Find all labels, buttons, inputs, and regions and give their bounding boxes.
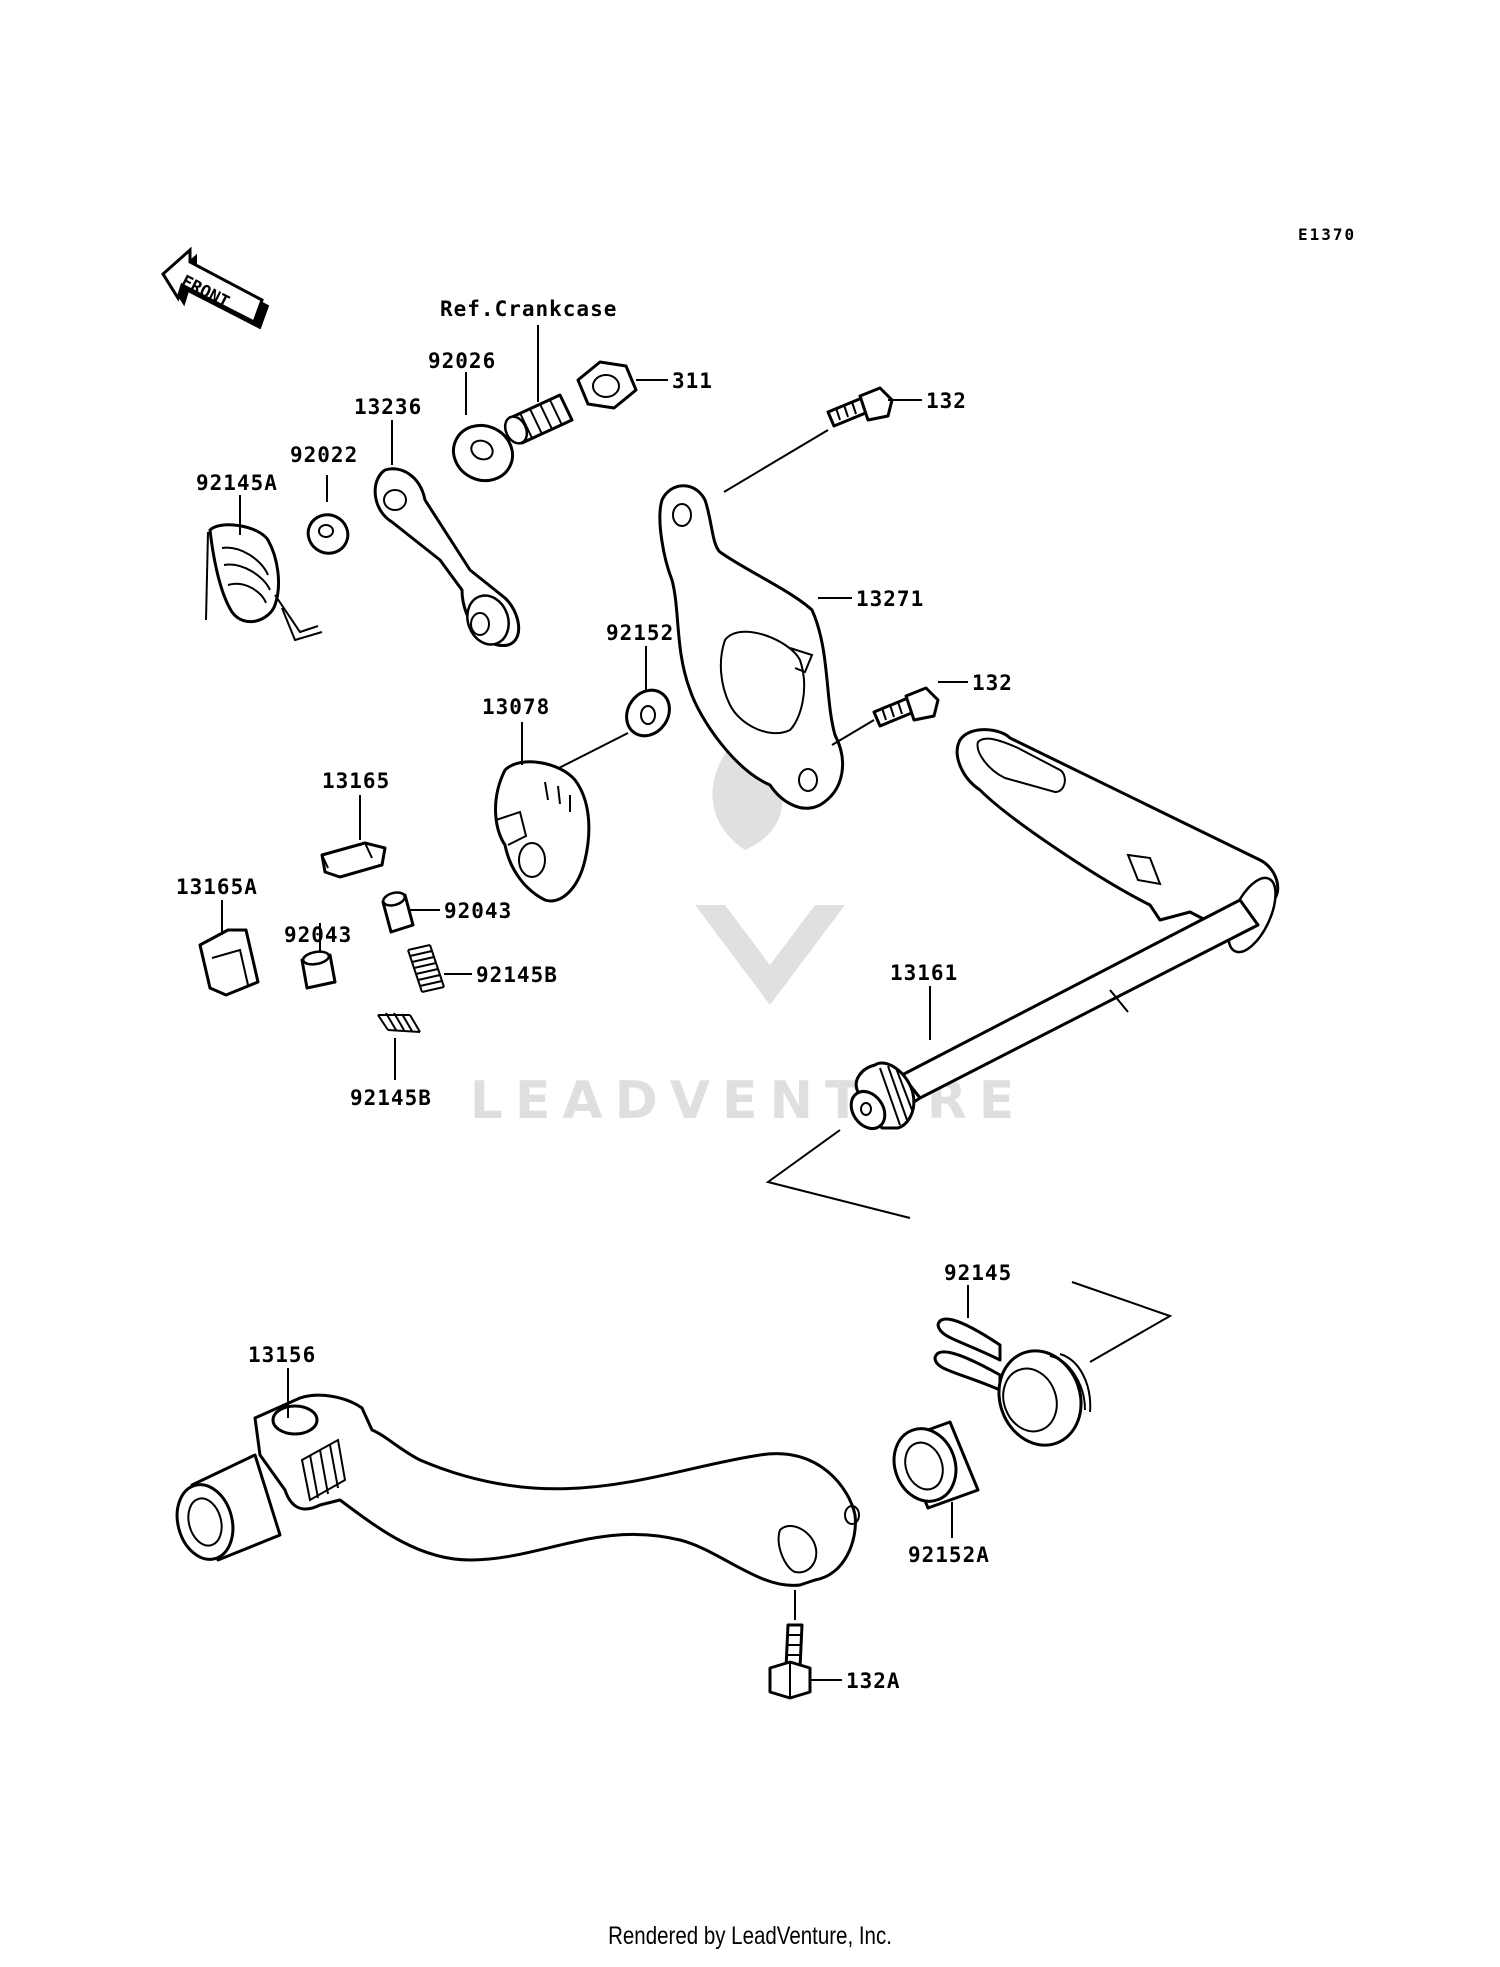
callout-13078: 13078 <box>482 695 550 719</box>
callout-132a: 132A <box>846 1669 901 1693</box>
callout-311: 311 <box>672 369 713 393</box>
pawl-13165 <box>320 841 387 879</box>
shift-pedal-13156 <box>175 1393 860 1587</box>
washer-92026 <box>452 423 514 483</box>
callout-92145: 92145 <box>944 1261 1012 1285</box>
callout-92145b-right: 92145B <box>476 963 558 987</box>
callout-13236: 13236 <box>354 395 422 419</box>
hex-nut-311 <box>576 360 638 410</box>
torsion-spring-92145 <box>933 1317 1092 1447</box>
callout-92145b-bottom: 92145B <box>350 1086 432 1110</box>
pin-92043-left <box>300 950 337 990</box>
footer-credit: Rendered by LeadVenture, Inc. <box>608 1922 892 1950</box>
callout-132-top: 132 <box>926 389 967 413</box>
guide-plate-13271 <box>658 484 845 810</box>
spring-92145b-bottom <box>377 1012 421 1033</box>
callout-13161: 13161 <box>890 961 958 985</box>
diagram-code: E1370 <box>1298 225 1356 244</box>
washer-92152 <box>625 688 671 738</box>
callout-132-mid: 132 <box>972 671 1013 695</box>
ratchet-13078 <box>494 760 591 903</box>
callout-13156: 13156 <box>248 1343 316 1367</box>
reference-label: Ref.Crankcase <box>440 297 617 321</box>
callout-92152a: 92152A <box>908 1543 990 1567</box>
shift-shaft-13161 <box>849 728 1280 1131</box>
callout-13165a: 13165A <box>176 875 258 899</box>
bolt-132-top <box>826 386 894 428</box>
washer-92022 <box>306 513 350 555</box>
callout-92026: 92026 <box>428 349 496 373</box>
front-arrow-icon: FRONT <box>161 246 270 330</box>
callout-13271: 13271 <box>856 587 924 611</box>
pawl-13165a <box>198 928 260 997</box>
torsion-spring-92145a <box>205 523 323 642</box>
spring-92145b-right <box>407 944 445 993</box>
collar-92152a <box>892 1420 980 1510</box>
callout-92043-left: 92043 <box>284 923 352 947</box>
bolt-132a <box>768 1623 812 1700</box>
callout-13165: 13165 <box>322 769 390 793</box>
gear-shift-lever-13236 <box>373 467 521 647</box>
callout-92145a: 92145A <box>196 471 278 495</box>
callout-92152: 92152 <box>606 621 674 645</box>
bolt-132-mid <box>872 686 940 728</box>
pin-92043-right <box>381 891 415 934</box>
callout-92043-right: 92043 <box>444 899 512 923</box>
stud-bolt <box>503 393 574 445</box>
callout-labels: 92026 311 13236 92022 92145A 132 13271 9… <box>176 349 1013 1693</box>
callout-92022: 92022 <box>290 443 358 467</box>
